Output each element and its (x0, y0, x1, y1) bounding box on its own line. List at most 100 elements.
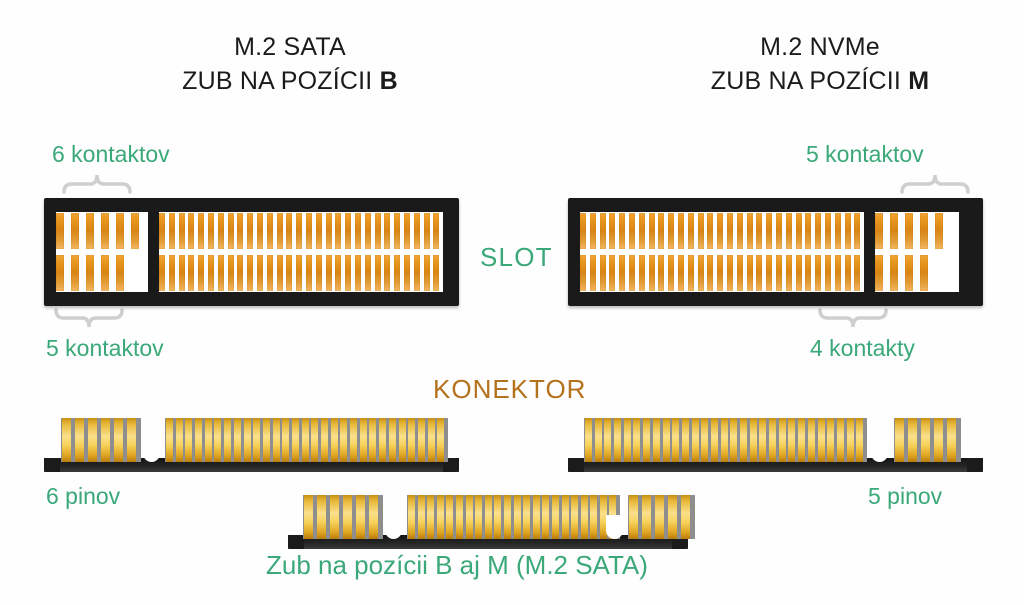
heading-left-key: B (379, 67, 398, 95)
slot-right-large-window (580, 212, 864, 292)
slot-contact (198, 255, 205, 291)
connector-pin (304, 495, 313, 539)
slot-contact (227, 213, 234, 249)
connector-pin (369, 495, 378, 539)
slot-contact (875, 255, 883, 291)
slot-contact (384, 255, 391, 291)
slot-contact (354, 213, 361, 249)
connector-pin (836, 418, 844, 462)
connector-center-notch-m (606, 515, 623, 539)
slot-contact (217, 213, 224, 249)
connector-center-both-keys (288, 487, 695, 549)
connector-pin (662, 418, 670, 462)
connector-pin (243, 418, 251, 462)
connector-right-foot-left (568, 458, 584, 472)
slot-contact (247, 213, 254, 249)
slot-contact (638, 255, 645, 291)
connector-pin (720, 418, 728, 462)
connector-pin (580, 495, 588, 539)
connector-pin (233, 418, 241, 462)
connector-pin (599, 495, 607, 539)
slot-contact (619, 213, 626, 249)
connector-center-pin-bank-c (628, 495, 695, 539)
heading-right-line1: M.2 NVMe (760, 33, 880, 61)
connector-center-pin-bank-middle (407, 495, 621, 539)
connector-right-pin-bank-b (894, 418, 961, 462)
slot-contact (159, 255, 165, 291)
connector-left-sata (44, 410, 459, 472)
slot-contact (580, 213, 586, 249)
slot-contact (403, 213, 410, 249)
slot-contact (844, 213, 851, 249)
slot-contact (824, 213, 831, 249)
heading-left-line2-text: ZUB NA POZÍCII (182, 67, 380, 95)
slot-contact (315, 255, 322, 291)
connector-pin (571, 495, 579, 539)
slot-contact (707, 255, 714, 291)
connector-pin (561, 495, 569, 539)
connector-pin (807, 418, 815, 462)
label-right-top-contacts: 5 kontaktov (806, 141, 924, 167)
connector-pin (604, 418, 612, 462)
label-bottom-note: Zub na pozícii B aj M (M.2 SATA) (266, 550, 648, 580)
slot-contact (746, 255, 753, 291)
slot-right-large-top-contacts (580, 213, 864, 249)
slot-contact (413, 213, 420, 249)
slot-contact (746, 213, 753, 249)
connector-center-body (288, 487, 695, 549)
connector-pin (359, 418, 367, 462)
slot-contact (736, 213, 743, 249)
slot-contact (266, 213, 273, 249)
connector-pin (749, 418, 757, 462)
slot-contact (580, 255, 586, 291)
slot-contact (805, 213, 812, 249)
connector-pin (778, 418, 786, 462)
slot-contact (286, 255, 293, 291)
connector-pin (455, 495, 463, 539)
connector-pin (195, 418, 203, 462)
slot-contact (56, 213, 64, 249)
slot-contact (707, 213, 714, 249)
connector-pin (701, 418, 709, 462)
slot-contact (305, 255, 312, 291)
slot-contact (920, 213, 928, 249)
slot-right-nvme (568, 198, 983, 306)
slot-contact (256, 213, 263, 249)
slot-contact (423, 213, 430, 249)
connector-pin (301, 418, 309, 462)
slot-contact (935, 213, 943, 249)
slot-contact (854, 255, 861, 291)
connector-pin (291, 418, 299, 462)
slot-contact (628, 255, 635, 291)
connector-pin (623, 418, 631, 462)
slot-contact (354, 255, 361, 291)
slot-contact (756, 255, 763, 291)
slot-contact (296, 213, 303, 249)
slot-contact (648, 213, 655, 249)
slot-contact (844, 255, 851, 291)
connector-right-body (568, 410, 983, 472)
slot-contact (736, 255, 743, 291)
slot-contact (237, 213, 244, 249)
slot-contact (433, 213, 440, 249)
slot-contact (609, 213, 616, 249)
slot-contact (775, 213, 782, 249)
connector-pin (523, 495, 531, 539)
slot-left-small-top-contacts (56, 213, 148, 249)
slot-contact (687, 255, 694, 291)
connector-pin (75, 418, 84, 462)
connector-pin (672, 418, 680, 462)
slot-contact (345, 213, 352, 249)
connector-pin (185, 418, 193, 462)
brace-top-right-icon (900, 174, 970, 194)
connector-pin (436, 495, 444, 539)
connector-pin (846, 418, 854, 462)
slot-contact (116, 213, 124, 249)
slot-contact (638, 213, 645, 249)
slot-contact (71, 213, 79, 249)
connector-pin (330, 495, 339, 539)
slot-contact (276, 255, 283, 291)
connector-right-notch-m (871, 438, 888, 462)
slot-contact (875, 213, 883, 249)
slot-contact (394, 255, 401, 291)
